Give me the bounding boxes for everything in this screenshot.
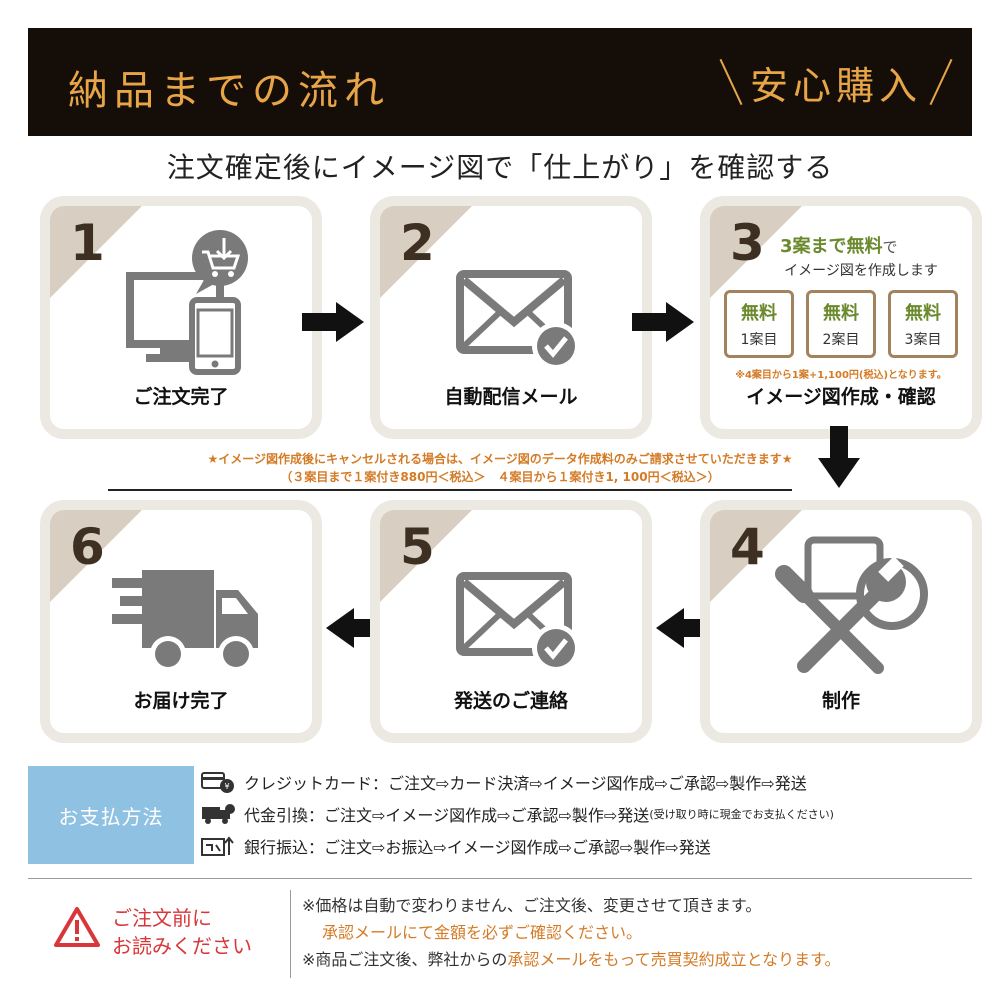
step-card-2: 2 自動配信メール xyxy=(370,196,652,439)
step-number: 2 xyxy=(400,214,435,272)
payment-row-credit: ¥ クレジットカード：ご注文⇨カード決済⇨イメージ図作成⇨ご承認⇨製作⇨発送 xyxy=(200,766,990,798)
free-proof-subline: イメージ図を作成します xyxy=(784,263,938,279)
mail-check-icon xyxy=(456,270,580,370)
svg-text:¥: ¥ xyxy=(225,782,230,791)
step-card-5: 5 発送のご連絡 xyxy=(370,500,652,743)
notice-line-2: （３案目まで１案付き880円＜税込＞ ４案目から１案付き1, 100円＜税込＞） xyxy=(280,470,720,484)
cancellation-notice: ★イメージ図作成後にキャンセルされる場合は、イメージ図のデータ作成料のみご請求さ… xyxy=(0,450,1000,486)
note-line-3-highlight: 承認メールをもって売買契約成立となります。 xyxy=(507,950,841,969)
payment-row-bank: 銀行振込：ご注文⇨お振込⇨イメージ図作成⇨ご承認⇨製作⇨発送 xyxy=(200,830,990,862)
bank-transfer-icon xyxy=(201,836,234,856)
header-badge-text: 安心購入 xyxy=(749,63,922,108)
free-box-top: 無料 xyxy=(823,303,859,324)
step-card-6: 6 お届け完了 xyxy=(40,500,322,743)
note-line-3-prefix: ※商品ご注文後、弊社からの xyxy=(302,950,508,969)
free-proof-box-2: 無料 2案目 xyxy=(806,290,876,358)
warning-line-2: お読みください xyxy=(112,934,252,958)
slash-decoration xyxy=(719,58,743,106)
header-badge: 安心購入 xyxy=(719,54,953,110)
step-number: 5 xyxy=(400,518,435,576)
free-proof-box-3: 無料 3案目 xyxy=(888,290,958,358)
computer-phone-cart-icon xyxy=(126,230,248,375)
notice-line-1: ★イメージ図作成後にキャンセルされる場合は、イメージ図のデータ作成料のみご請求さ… xyxy=(207,452,793,466)
step-label: 自動配信メール xyxy=(444,386,578,408)
step-card-4: 4 制作 xyxy=(700,500,982,743)
free-proof-box-1: 無料 1案目 xyxy=(724,290,794,358)
free-box-top: 無料 xyxy=(741,303,777,324)
header-banner: 納品までの流れ 安心購入 xyxy=(28,28,972,136)
warning-text: ご注文前に お読みください xyxy=(112,904,252,960)
free-box-bottom: 3案目 xyxy=(904,332,942,348)
arrow-down-icon xyxy=(818,426,860,488)
step-label: お届け完了 xyxy=(133,690,229,712)
step-number: 4 xyxy=(730,518,765,576)
step-corner xyxy=(710,206,802,298)
note-line-3: ※商品ご注文後、弊社からの承認メールをもって売買契約成立となります。 xyxy=(302,946,982,973)
payment-methods-label: お支払方法 xyxy=(28,766,194,864)
arrow-right-icon xyxy=(632,302,694,342)
notes-block: ※価格は自動で変わりません、ご注文後、変更させて頂きます。 承認メールにて金額を… xyxy=(302,892,982,973)
note-line-2: 承認メールにて金額を必ずご確認ください。 xyxy=(322,923,643,942)
step-label: 発送のご連絡 xyxy=(453,690,568,712)
step-card-1: 1 ご注文完了 xyxy=(40,196,322,439)
free-proof-suffix: で xyxy=(882,238,898,256)
tools-icon xyxy=(775,536,928,674)
step-label: イメージ図作成・確認 xyxy=(746,386,936,408)
free-proof-headline: 3案まで無料で xyxy=(780,232,898,258)
note-line-1: ※価格は自動で変わりません、ご注文後、変更させて頂きます。 xyxy=(302,896,762,915)
step-label: 制作 xyxy=(821,690,860,712)
free-box-bottom: 2案目 xyxy=(822,332,860,348)
mail-check-icon xyxy=(456,572,580,672)
free-proof-highlight: 3案まで無料 xyxy=(780,236,883,257)
delivery-truck-icon xyxy=(112,570,258,672)
step-number: 1 xyxy=(70,214,105,272)
payment-note: (受け取り時に現金でお支払ください) xyxy=(649,808,834,821)
header-title: 納品までの流れ xyxy=(68,68,390,114)
payment-text: 銀行振込：ご注文⇨お振込⇨イメージ図作成⇨ご承認⇨製作⇨発送 xyxy=(244,838,711,857)
subtitle: 注文確定後にイメージ図で「仕上がり」を確認する xyxy=(166,151,834,184)
warning-icon xyxy=(54,907,100,947)
step-number: 6 xyxy=(70,518,105,576)
notice-underline xyxy=(108,489,792,491)
arrow-right-icon xyxy=(302,302,364,342)
section-divider xyxy=(28,878,972,879)
step-label: ご注文完了 xyxy=(133,386,229,408)
notes-divider xyxy=(290,890,291,978)
payment-text: クレジットカード：ご注文⇨カード決済⇨イメージ図作成⇨ご承認⇨製作⇨発送 xyxy=(244,774,807,793)
cash-truck-icon xyxy=(202,804,235,824)
payment-row-cod: 代金引換：ご注文⇨イメージ図作成⇨ご承認⇨製作⇨発送 (受け取り時に現金でお支払… xyxy=(200,798,990,830)
warning-line-1: ご注文前に xyxy=(112,906,212,930)
step-number: 3 xyxy=(730,214,765,272)
payment-text: 代金引換：ご注文⇨イメージ図作成⇨ご承認⇨製作⇨発送 xyxy=(244,806,650,825)
payment-methods-list: ¥ クレジットカード：ご注文⇨カード決済⇨イメージ図作成⇨ご承認⇨製作⇨発送 代… xyxy=(200,766,990,862)
extra-proof-note: ※4案目から1案+1,100円(税込)となります。 xyxy=(735,370,947,381)
slash-decoration xyxy=(929,58,953,106)
step-card-3: 3 3案まで無料で イメージ図を作成します 無料 1案目 無料 2案目 無料 3… xyxy=(700,196,982,439)
free-box-top: 無料 xyxy=(905,303,941,324)
free-box-bottom: 1案目 xyxy=(740,332,778,348)
credit-card-icon: ¥ xyxy=(201,772,234,793)
